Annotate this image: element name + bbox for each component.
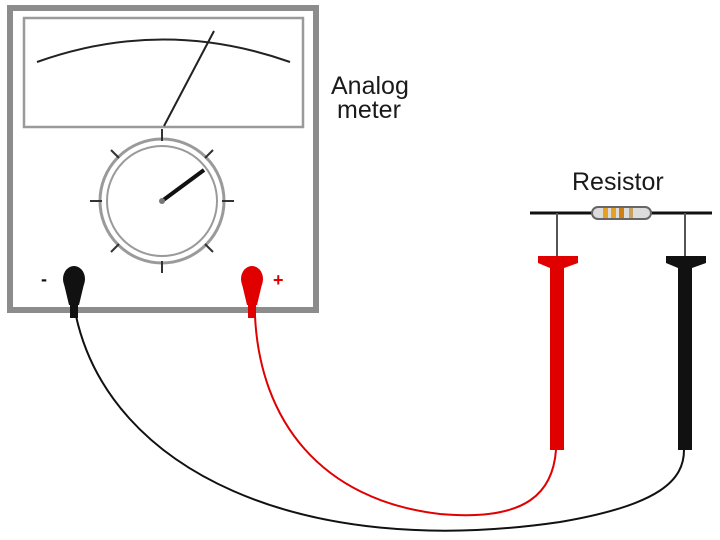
positive-polarity-label: +: [273, 270, 284, 290]
red-wire: [254, 315, 557, 517]
negative-jack: [63, 266, 85, 318]
dial-ticks: [90, 129, 234, 273]
red-probe: [538, 256, 578, 450]
resistor-label: Resistor: [572, 168, 664, 196]
selector-dial: [90, 129, 234, 273]
meter-scale-arc: [36, 38, 291, 63]
dial-pointer: [160, 168, 206, 203]
meter-label: Analog meter: [331, 72, 409, 124]
meter-display-window: [22, 16, 305, 129]
black-wire: [75, 315, 685, 532]
dial-hub: [159, 198, 165, 204]
resistor: [591, 206, 652, 220]
positive-jack: [241, 266, 263, 318]
black-probe: [666, 256, 706, 450]
negative-polarity-label: -: [41, 269, 47, 289]
meter-label-line1: Analog: [331, 72, 409, 100]
scale-needle: [163, 30, 215, 127]
meter-label-line2: meter: [337, 96, 401, 124]
